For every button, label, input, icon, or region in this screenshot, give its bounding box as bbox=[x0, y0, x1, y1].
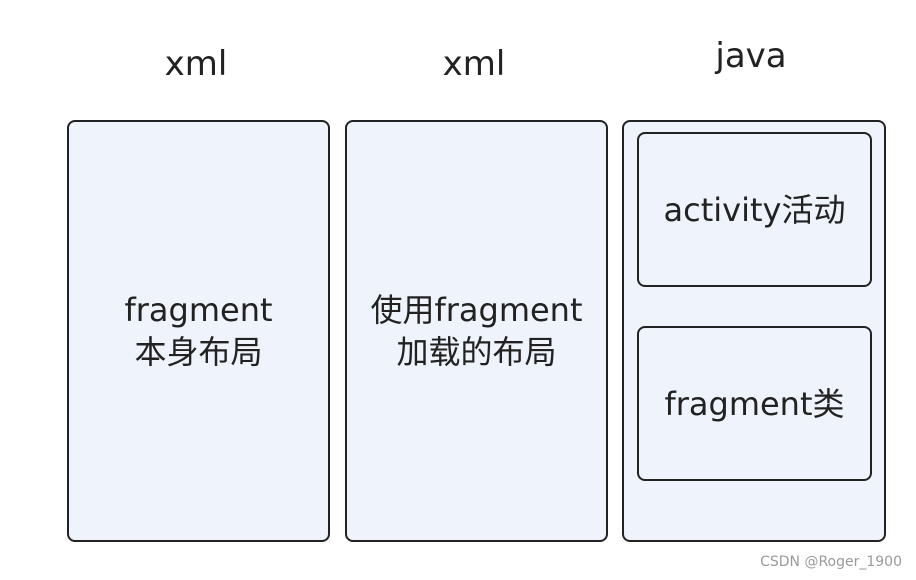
fragment-class-label: fragment类 bbox=[664, 384, 845, 423]
activity-box: activity活动 bbox=[637, 132, 872, 287]
fragment-loading-layout-box: 使用fragment 加载的布局 bbox=[345, 120, 608, 542]
column-heading-2: xml bbox=[442, 44, 506, 84]
fragment-layout-box: fragment 本身布局 bbox=[67, 120, 330, 542]
column-heading-3: java bbox=[715, 36, 787, 76]
fragment-class-box: fragment类 bbox=[637, 326, 872, 481]
column-heading-1: xml bbox=[164, 44, 228, 84]
activity-label: activity活动 bbox=[663, 190, 846, 229]
fragment-layout-label: fragment 本身布局 bbox=[124, 291, 273, 371]
fragment-loading-layout-label: 使用fragment 加载的布局 bbox=[370, 291, 583, 371]
java-container-box: activity活动 fragment类 bbox=[622, 120, 886, 542]
watermark: CSDN @Roger_1900 bbox=[760, 554, 902, 570]
